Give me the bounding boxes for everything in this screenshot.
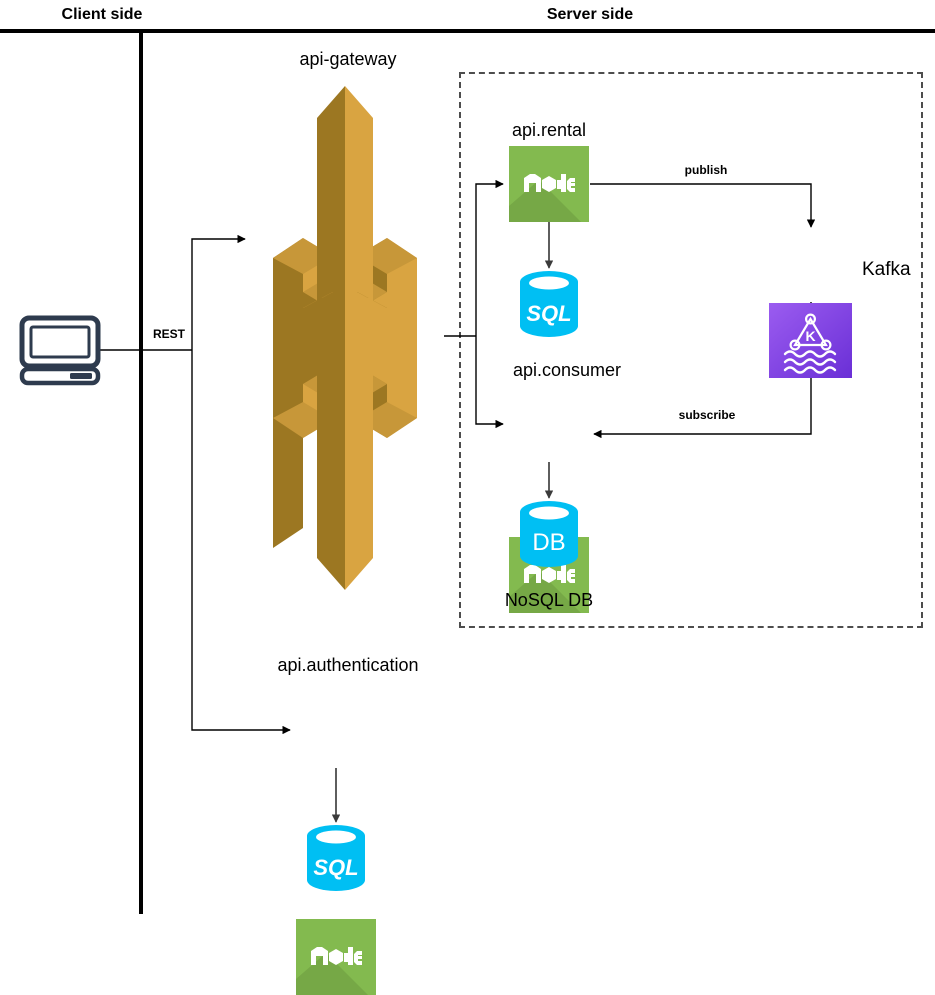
api-authentication-caption: api.authentication [277, 655, 419, 675]
kafka-label: Kafka [862, 259, 911, 280]
server-side-title: Server side [546, 6, 634, 23]
edge-publish [590, 183, 816, 228]
api-authentication-nodejs-icon[interactable] [296, 919, 376, 995]
api-authentication-sql-database-icon[interactable]: SQL [305, 824, 367, 892]
rest-edge-label: REST [152, 327, 185, 341]
server-boundary-box [459, 72, 923, 628]
desktop-computer-icon [19, 315, 101, 386]
subscribe-edge-label: subscribe [678, 408, 736, 422]
api-consumer-caption: api.consumer [512, 360, 622, 380]
architecture-diagram: Client side Server side [0, 6, 935, 995]
svg-text:SQL: SQL [526, 301, 571, 326]
edge-gateway-to-consumer [475, 336, 504, 429]
edge-gateway-to-rental [475, 179, 504, 336]
api-gateway-caption: api-gateway [299, 49, 397, 69]
svg-text:DB: DB [532, 529, 565, 556]
svg-text:SQL: SQL [313, 855, 358, 880]
kafka-icon[interactable]: K [769, 303, 852, 378]
api-rental-nodejs-icon[interactable] [509, 146, 589, 222]
connector-lines [99, 179, 816, 823]
aws-api-gateway-icon[interactable] [245, 78, 445, 598]
edge-rest-to-gateway [191, 234, 246, 350]
api-rental-sql-database-icon[interactable]: SQL [518, 270, 580, 338]
client-side-title: Client side [61, 6, 143, 23]
publish-edge-label: publish [684, 163, 728, 177]
nosql-db-caption: NoSQL DB [504, 590, 594, 610]
nosql-database-icon[interactable]: DB [518, 500, 580, 568]
top-divider-line [0, 29, 935, 33]
edge-rest-to-authentication [191, 350, 291, 735]
svg-text:K: K [805, 328, 815, 344]
api-rental-caption: api.rental [511, 120, 587, 140]
client-server-divider-line [139, 31, 143, 914]
